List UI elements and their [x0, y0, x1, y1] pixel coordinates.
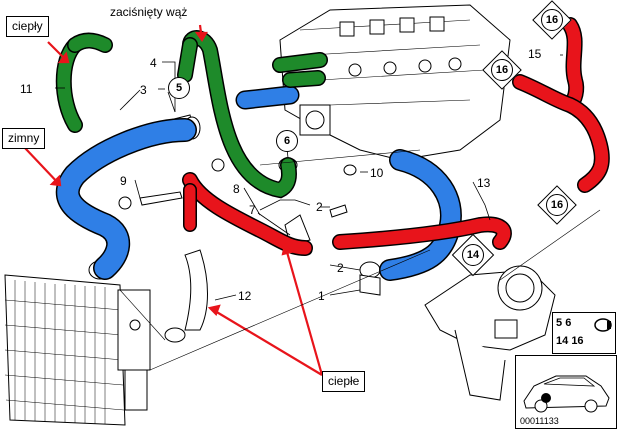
- guide-lines: [119, 149, 601, 371]
- engine-block: [279, 4, 511, 161]
- radiator: [4, 274, 151, 426]
- part-number-5-circle: 5: [168, 77, 190, 99]
- hose-clamp-icon: [594, 318, 612, 332]
- car-silhouette-icon: [523, 375, 610, 413]
- warm-bottom-label-box: ciepłe: [322, 371, 366, 393]
- kit-legend-row1: 5 6: [556, 317, 571, 329]
- thermostat-housing: [424, 265, 556, 401]
- clamped-hose-label: zaciśnięty wąż: [110, 5, 188, 19]
- warm-label-box: ciepły: [6, 16, 49, 38]
- annotation-arrows: [24, 24, 324, 376]
- part-number-2a: 2: [316, 200, 323, 214]
- part-number-10: 10: [370, 166, 384, 180]
- part-number-14-circle: 14: [462, 244, 484, 266]
- part-number-9: 9: [120, 174, 127, 188]
- part-number-11: 11: [20, 82, 33, 96]
- part-number-15: 15: [528, 47, 542, 61]
- kit-legend-6: 6: [565, 317, 572, 329]
- part-number-3: 3: [140, 83, 147, 97]
- kit-legend-14: 14: [556, 335, 569, 347]
- cold-label-box: zimny: [2, 128, 46, 150]
- part-number-16c-circle: 16: [546, 194, 568, 216]
- part-number-6-circle: 6: [276, 130, 298, 152]
- part-number-1: 1: [318, 289, 325, 303]
- diagram-code: 00011133: [520, 416, 559, 426]
- part-number-4: 4: [150, 56, 157, 70]
- part-number-2b: 2: [337, 261, 344, 275]
- leader-lines: [55, 54, 563, 301]
- car-location-inset: 00011133: [515, 355, 617, 429]
- kit-legend-box: 5 6 14 16: [552, 312, 616, 354]
- part-number-16a-circle: 16: [541, 9, 563, 31]
- kit-legend-5: 5: [556, 317, 563, 329]
- part-number-13: 13: [477, 176, 491, 190]
- part-number-8: 8: [233, 182, 240, 196]
- part-number-16b-circle: 16: [491, 59, 513, 81]
- part-number-7: 7: [249, 203, 256, 217]
- kit-legend-row2: 14 16: [556, 335, 584, 347]
- warm-hose: [182, 17, 610, 256]
- part-number-12: 12: [238, 289, 252, 303]
- kit-legend-16: 16: [571, 335, 584, 347]
